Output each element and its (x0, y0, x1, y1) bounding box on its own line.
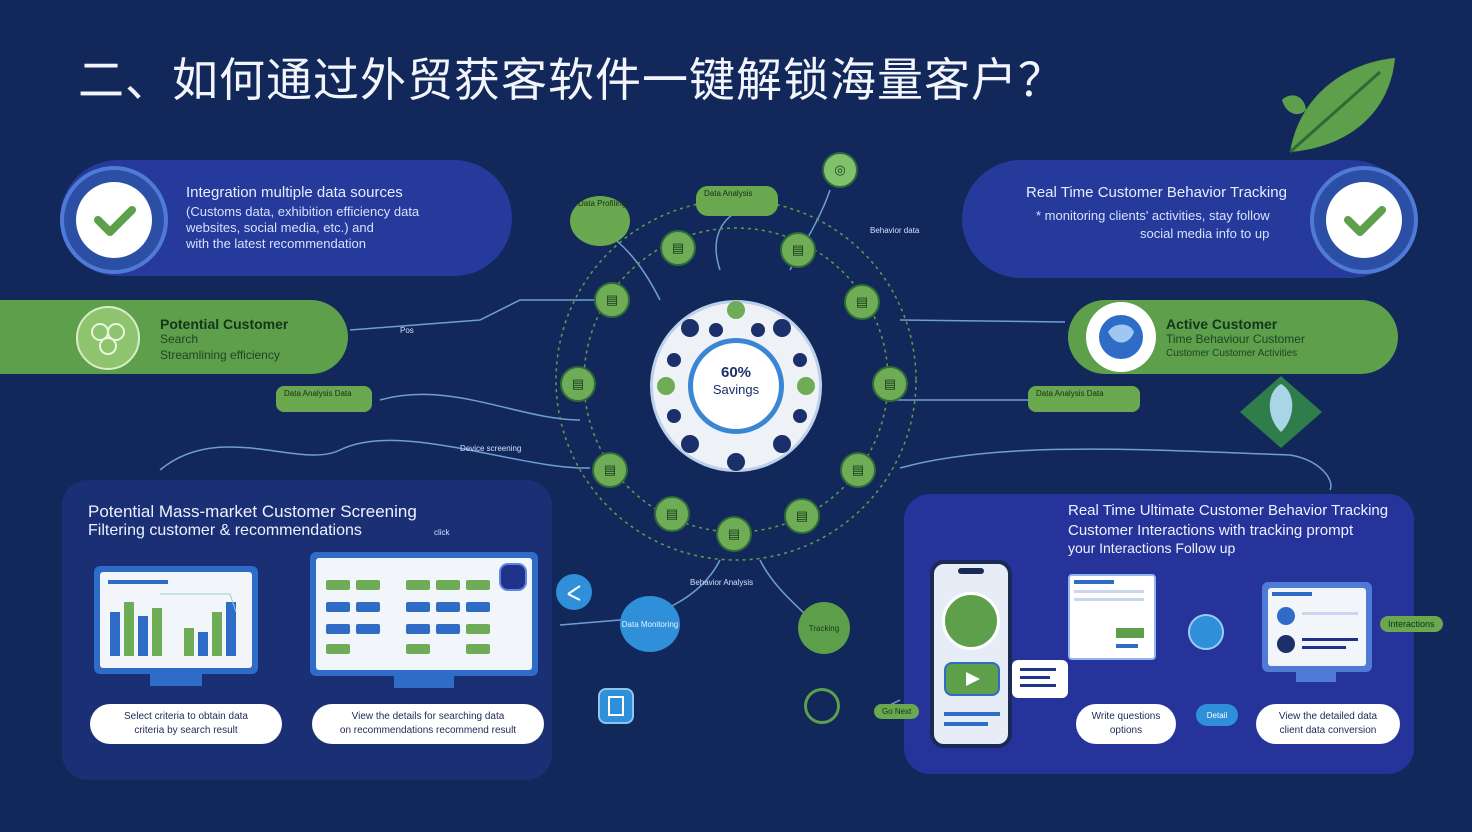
note-mid-left: Device screening (460, 444, 522, 453)
bottom-left-sub: Filtering customer & recommendations (88, 522, 362, 539)
caption-2-line2: on recommendations recommend result (339, 725, 517, 736)
tag-left: Data Analysis Data (276, 386, 372, 412)
left-green-sub: Search (160, 332, 199, 346)
top-right-text-1: * monitoring clients' activities, stay f… (1036, 208, 1270, 223)
orbit-node: ◎ (822, 152, 858, 188)
caption-1-line2: criteria by search result (134, 725, 238, 736)
hub-dots (657, 301, 815, 471)
orbit-node: ▤ (592, 452, 628, 488)
bottom-right-caption-1: Write questions options (1076, 704, 1176, 744)
document-icon (598, 688, 634, 724)
bar-chart-monitor (94, 566, 258, 674)
orbit-node: ▤ (784, 498, 820, 534)
profile-thumbnail (1272, 592, 1358, 653)
orbit-node: ▤ (660, 230, 696, 266)
orbit-node: ▤ (844, 284, 880, 320)
orbit-node: ▤ (716, 516, 752, 552)
phone-device (930, 560, 1012, 748)
profile-monitor (1262, 582, 1372, 672)
tracking-bubble: Tracking (798, 602, 850, 654)
left-green-desc: Streamlining efficiency (160, 348, 280, 362)
phone-line (944, 712, 1000, 716)
orbit-node: ▤ (654, 496, 690, 532)
top-right-heading: Real Time Customer Behavior Tracking (1026, 184, 1287, 201)
bottom-left-caption-1: Select criteria to obtain data criteria b… (90, 704, 282, 744)
left-green-feature-card (0, 300, 348, 374)
note-bottom: Behavior Analysis (690, 578, 754, 587)
savings-value: 60% (720, 364, 752, 381)
top-left-heading: Integration multiple data sources (186, 184, 403, 201)
savings-dial (688, 338, 784, 434)
orbit-node: ▤ (780, 232, 816, 268)
pos-label: Pos (400, 326, 414, 335)
monitor-stand (150, 674, 202, 686)
caption-2-line1: View the details for searching data (351, 711, 505, 722)
side-tag: Interactions (1380, 616, 1443, 632)
bar-chart-thumbnail (108, 580, 237, 656)
check-icon (1344, 206, 1386, 236)
chat-card (1012, 660, 1068, 698)
bottom-right-caption-2: View the detailed data client data conver… (1256, 704, 1400, 744)
check-icon (94, 206, 136, 236)
orbit-node: ▤ (560, 366, 596, 402)
diamond-icon (1240, 376, 1322, 448)
page-title: 二、如何通过外贸获客软件一键解锁海量客户？ (78, 53, 1065, 107)
bottom-right-heading: Real Time Ultimate Customer Behavior Tra… (1068, 502, 1389, 519)
caption-4-line1: View the detailed data (1278, 711, 1378, 722)
note-top-right: Behavior data (870, 226, 920, 235)
orbit-node: ▤ (594, 282, 630, 318)
monitor-stand (394, 676, 454, 688)
send-tag: Go Next (874, 704, 920, 719)
check-badge (60, 166, 168, 274)
refresh-icon (804, 688, 840, 724)
savings-label: Savings (712, 382, 760, 397)
globe-icon (1086, 302, 1156, 372)
caption-3-line1: Write questions (1091, 711, 1161, 722)
check-badge-right (1310, 166, 1418, 274)
top-left-text-1: (Customs data, exhibition efficiency dat… (186, 204, 420, 219)
phone-app-icon (942, 592, 1000, 650)
bottom-left-caption-2: View the details for searching data on re… (312, 704, 544, 744)
phone-line (944, 722, 988, 726)
grid-monitor (310, 552, 538, 676)
bottom-right-desc: your Interactions Follow up (1068, 540, 1236, 556)
play-icon[interactable] (944, 662, 1000, 696)
caption-3-line2: options (1109, 725, 1143, 736)
caption-1-line1: Select criteria to obtain data (124, 711, 248, 722)
tag-top-1: Data Analysis (696, 186, 778, 216)
right-green-heading: Active Customer (1166, 316, 1278, 332)
bottom-left-heading: Potential Mass-market Customer Screening (88, 502, 417, 521)
top-left-text-3: with the latest recommendation (186, 236, 366, 251)
top-left-text-2: websites, social media, etc.) and (186, 220, 374, 235)
grid-thumbnail (326, 563, 527, 654)
top-right-text-2: social media info to up (1140, 226, 1270, 241)
share-icon (556, 574, 592, 610)
monitor-bubble: Data Monitoring (620, 596, 680, 652)
detail-card (1068, 574, 1156, 660)
bottom-right-sub: Customer Interactions with tracking prom… (1068, 522, 1354, 539)
monitor-stand (1296, 672, 1336, 682)
detail-tag: Detail (1196, 704, 1238, 726)
tag-right: Data Analysis Data (1028, 386, 1140, 412)
bottom-left-aux: click (434, 528, 450, 537)
leaf-icon (1282, 58, 1395, 154)
right-green-desc: Customer Customer Activities (1166, 348, 1298, 359)
orbit-node: ▤ (840, 452, 876, 488)
people-icon (76, 306, 140, 370)
caption-4-line2: client data conversion (1279, 725, 1377, 736)
phone-notch (958, 568, 984, 574)
heart-icon (1188, 614, 1224, 650)
left-green-heading: Potential Customer (160, 316, 289, 332)
tag-top-2: Data Profiling (570, 196, 630, 246)
orbit-node: ▤ (872, 366, 908, 402)
right-green-sub: Time Behaviour Customer (1166, 332, 1305, 346)
